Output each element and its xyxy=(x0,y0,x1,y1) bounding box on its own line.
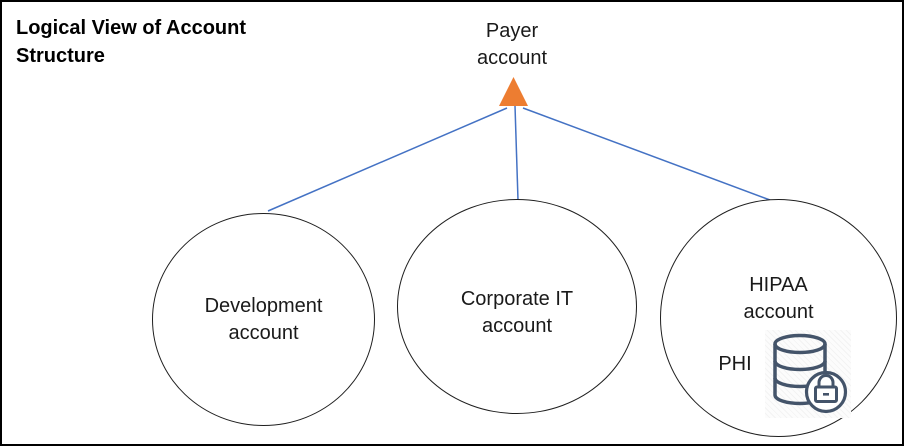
hipaa-account-circle: HIPAA account PHI xyxy=(660,199,897,437)
connector-line-development xyxy=(267,107,508,212)
development-account-label: Development account xyxy=(204,294,323,344)
connector-line-corporate-it xyxy=(514,105,519,201)
hierarchy-triangle-icon xyxy=(499,77,528,106)
phi-label: PHI xyxy=(718,353,752,375)
development-account-circle: Development account xyxy=(152,213,375,426)
corporate-it-account-label: Corporate IT account xyxy=(460,288,574,337)
corporate-it-account-circle: Corporate IT account xyxy=(397,199,637,414)
payer-account-label: Payer account xyxy=(476,20,548,69)
connector-line-hipaa xyxy=(522,107,771,201)
diagram-title: Logical View of Account Structure xyxy=(16,17,247,67)
database-lock-icon xyxy=(765,330,851,418)
hipaa-account-label: HIPAA account xyxy=(743,274,814,323)
